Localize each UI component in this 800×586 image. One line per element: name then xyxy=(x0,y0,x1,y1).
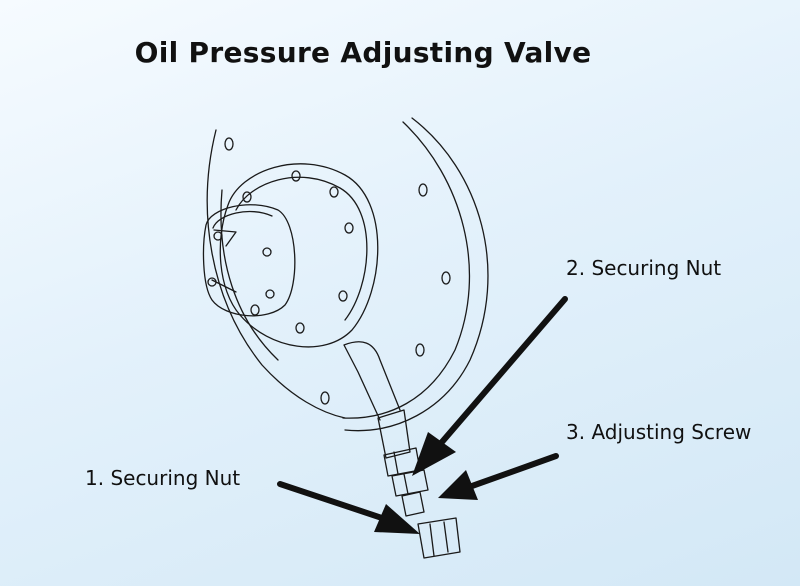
housing-left-arc xyxy=(206,129,346,419)
flange-hole xyxy=(320,391,330,405)
plate-hole xyxy=(329,186,339,198)
flange-hole xyxy=(224,137,234,151)
mounting-plate-rim xyxy=(235,176,368,321)
arrow-securing-nut-1 xyxy=(277,481,385,521)
plate-hole xyxy=(295,322,305,334)
flange-hole xyxy=(415,343,425,357)
flange-inner-arc xyxy=(342,121,471,419)
label-adjusting-screw-3: 3. Adjusting Screw xyxy=(566,420,752,444)
valve-arm xyxy=(343,341,401,421)
hub-body xyxy=(202,204,296,317)
adjusting-screw-stem xyxy=(401,491,425,517)
flange-hole xyxy=(418,183,428,197)
plate-hole xyxy=(338,290,348,302)
arrow-head-3 xyxy=(438,470,478,500)
flange-outer-arc xyxy=(344,117,489,432)
flange-hole xyxy=(441,271,451,285)
arrow-head-1 xyxy=(374,504,420,534)
diagram-title: Oil Pressure Adjusting Valve xyxy=(134,36,592,69)
plate-hole xyxy=(242,191,252,203)
plate-hole xyxy=(291,170,301,182)
arrow-adjusting-screw-3 xyxy=(469,453,559,489)
hub-bolt xyxy=(262,247,272,257)
plate-hole xyxy=(344,222,354,234)
arrow-head-2 xyxy=(412,432,456,476)
housing-left-arc-2 xyxy=(220,189,279,361)
hub-bolt xyxy=(207,277,217,287)
label-securing-nut-1: 1. Securing Nut xyxy=(85,466,241,490)
mounting-plate xyxy=(219,163,379,348)
label-securing-nut-2: 2. Securing Nut xyxy=(566,256,722,280)
plate-hole xyxy=(250,304,260,316)
valve-body xyxy=(377,409,411,459)
adjusting-screw-cap xyxy=(417,517,461,559)
hub-face xyxy=(212,210,273,229)
hub-bolt xyxy=(213,231,223,241)
hub-bolt xyxy=(265,289,275,299)
nut-lower xyxy=(391,469,429,497)
arrow-securing-nut-2 xyxy=(439,296,568,445)
